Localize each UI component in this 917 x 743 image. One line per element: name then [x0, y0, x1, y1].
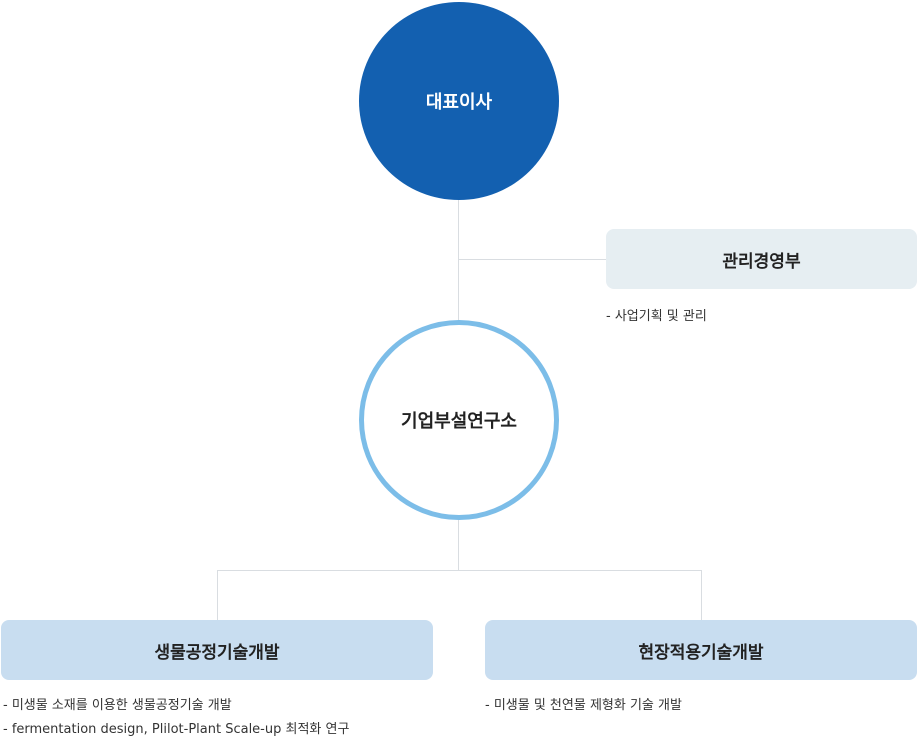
connector-to-team-1: [217, 570, 218, 620]
connector-ceo-to-lab: [458, 200, 459, 322]
bioprocess-task-item: - fermentation design, Plilot-Plant Scal…: [3, 722, 350, 737]
bioprocess-team-node: 생물공정기술개발: [1, 620, 433, 680]
management-node: 관리경영부: [606, 229, 917, 289]
field-application-task-item: - 미생물 및 천연물 제형화 기술 개발: [485, 698, 682, 713]
ceo-node: 대표이사: [359, 2, 559, 200]
bioprocess-task-item: - 미생물 소재를 이용한 생물공정기술 개발: [3, 698, 232, 713]
field-application-team-label: 현장적용기술개발: [638, 642, 764, 663]
management-label: 관리경영부: [722, 251, 801, 272]
connector-to-team-2: [701, 570, 702, 620]
bioprocess-team-label: 생물공정기술개발: [154, 642, 280, 663]
ceo-label: 대표이사: [425, 92, 493, 113]
connector-lab-down: [458, 518, 459, 570]
field-application-team-node: 현장적용기술개발: [485, 620, 917, 680]
research-lab-node: 기업부설연구소: [359, 320, 559, 520]
research-lab-label: 기업부설연구소: [401, 411, 517, 432]
management-task-item: - 사업기획 및 관리: [606, 309, 707, 324]
bioprocess-team-tasks: - 미생물 소재를 이용한 생물공정기술 개발 - fermentation d…: [3, 694, 349, 742]
connector-branch-horizontal: [217, 570, 702, 571]
field-application-team-tasks: - 미생물 및 천연물 제형화 기술 개발: [485, 694, 682, 718]
connector-to-management: [458, 259, 606, 260]
management-tasks: - 사업기획 및 관리: [606, 305, 707, 329]
